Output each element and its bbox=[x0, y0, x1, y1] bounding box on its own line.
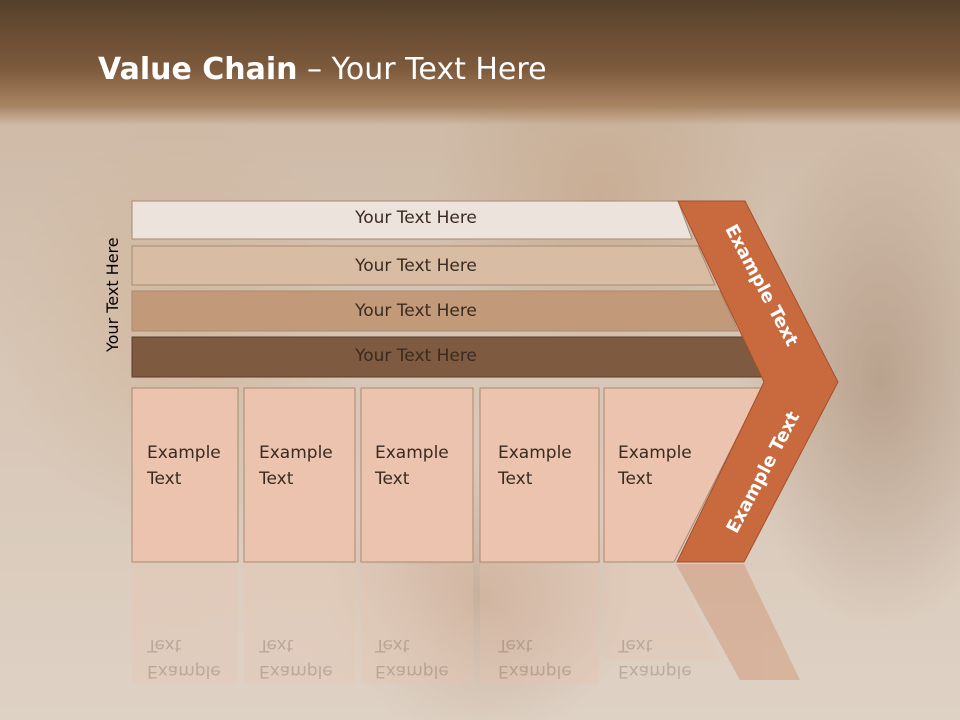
box-5[interactable] bbox=[603, 387, 763, 563]
bar-1[interactable] bbox=[131, 200, 693, 240]
bar-4-label: Your Text Here bbox=[355, 346, 477, 366]
box-3-reflection: Example Text bbox=[375, 635, 449, 681]
bar-2-label: Your Text Here bbox=[355, 256, 477, 276]
box-reflections bbox=[132, 564, 800, 684]
title-rest: – Your Text Here bbox=[297, 52, 547, 87]
title-bar bbox=[0, 0, 960, 125]
slide-title[interactable]: Value Chain – Your Text Here bbox=[98, 52, 547, 87]
bar-3[interactable] bbox=[131, 290, 739, 332]
box-3[interactable] bbox=[360, 387, 474, 563]
box-4-label: Example Text bbox=[498, 443, 572, 489]
title-bold: Value Chain bbox=[98, 52, 298, 87]
box-4[interactable] bbox=[479, 387, 600, 563]
bar-2[interactable] bbox=[131, 245, 716, 286]
box-2-label: Example Text bbox=[259, 443, 333, 489]
chevron-arrow[interactable] bbox=[676, 200, 839, 563]
box-1-reflection: Example Text bbox=[147, 635, 221, 681]
box-1[interactable] bbox=[131, 387, 239, 563]
box-5-label: Example Text bbox=[618, 443, 692, 489]
box-4-reflection: Example Text bbox=[498, 635, 572, 681]
box-2-reflection: Example Text bbox=[259, 635, 333, 681]
box-5-reflection: Example Text bbox=[618, 635, 692, 681]
box-1-label: Example Text bbox=[147, 443, 221, 489]
bar-1-label: Your Text Here bbox=[355, 208, 477, 228]
box-2[interactable] bbox=[243, 387, 356, 563]
bar-3-label: Your Text Here bbox=[355, 301, 477, 321]
box-3-label: Example Text bbox=[375, 443, 449, 489]
